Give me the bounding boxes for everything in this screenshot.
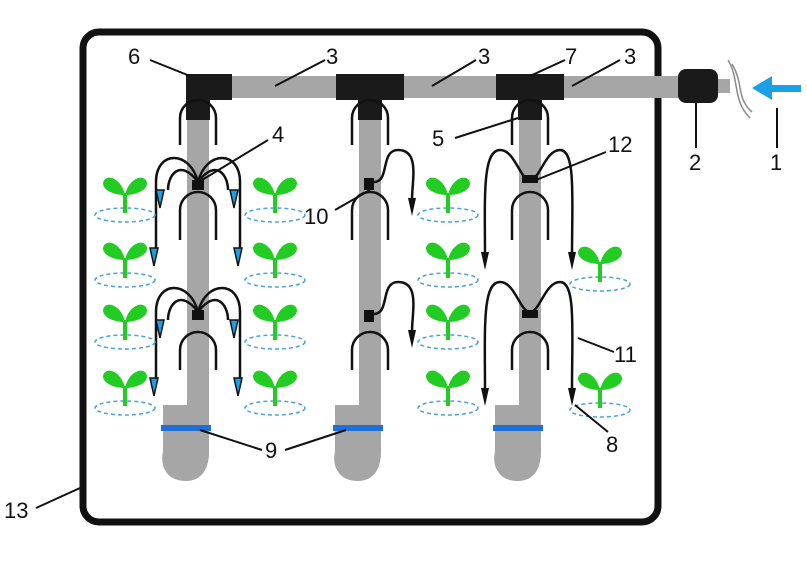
inlet-hose — [727, 59, 751, 119]
inlet-connector — [678, 69, 718, 103]
callout-7: 7 — [565, 44, 577, 69]
lateral-end-caps — [163, 405, 541, 473]
callout-9: 9 — [265, 438, 277, 463]
leader-lines — [35, 59, 778, 509]
callout-13: 13 — [4, 498, 28, 523]
callout-3c: 3 — [624, 44, 636, 69]
callout-1: 1 — [770, 150, 782, 175]
drip-manifold-right — [483, 148, 574, 391]
callout-3a: 3 — [326, 44, 338, 69]
main-line-pipe — [188, 76, 688, 98]
callout-3b: 3 — [478, 44, 490, 69]
plant-icon — [417, 240, 479, 288]
end-clamp-icon — [493, 425, 543, 431]
inlet-hose-2 — [731, 63, 753, 113]
plant-icon — [244, 302, 306, 350]
plant-icon — [417, 368, 479, 416]
plant-icon — [94, 175, 156, 223]
plant-icon — [244, 175, 306, 223]
callout-10: 10 — [304, 204, 328, 229]
plant-icon — [94, 368, 156, 416]
end-clamp-icon — [333, 425, 383, 431]
callout-5: 5 — [432, 126, 444, 151]
callout-8: 8 — [606, 432, 618, 457]
callout-labels: 1 2 3 3 3 4 5 6 7 8 9 10 11 12 13 — [4, 44, 782, 523]
callout-12: 12 — [608, 132, 632, 157]
tee-fitting-7 — [496, 74, 564, 100]
drip-manifold-left-top — [154, 156, 242, 250]
plant-icon — [417, 175, 479, 223]
plant-icon — [569, 370, 631, 418]
tee-fitting-6 — [186, 74, 232, 100]
plant-icon — [94, 302, 156, 350]
callout-6: 6 — [128, 44, 140, 69]
inlet-stub — [718, 79, 730, 93]
plant-icon — [417, 302, 479, 350]
lateral-fitting — [358, 98, 382, 120]
inlet-arrow-icon — [752, 76, 801, 100]
lateral-fitting — [186, 98, 210, 120]
callout-4: 4 — [272, 122, 284, 147]
drip-line-middle — [364, 148, 415, 333]
tee-fitting-center — [336, 74, 404, 100]
enclosure-frame — [79, 28, 662, 526]
pipe-arches — [178, 98, 550, 370]
plant-icon — [244, 240, 306, 288]
drip-manifold-left-bottom — [154, 286, 242, 380]
plant-icon — [569, 244, 631, 292]
lateral-fitting — [518, 98, 542, 120]
plant-icon — [244, 368, 306, 416]
end-clamp-icon — [161, 425, 211, 431]
plants — [94, 175, 631, 418]
plant-icon — [94, 240, 156, 288]
callout-11: 11 — [614, 342, 637, 367]
callout-2: 2 — [689, 150, 701, 175]
